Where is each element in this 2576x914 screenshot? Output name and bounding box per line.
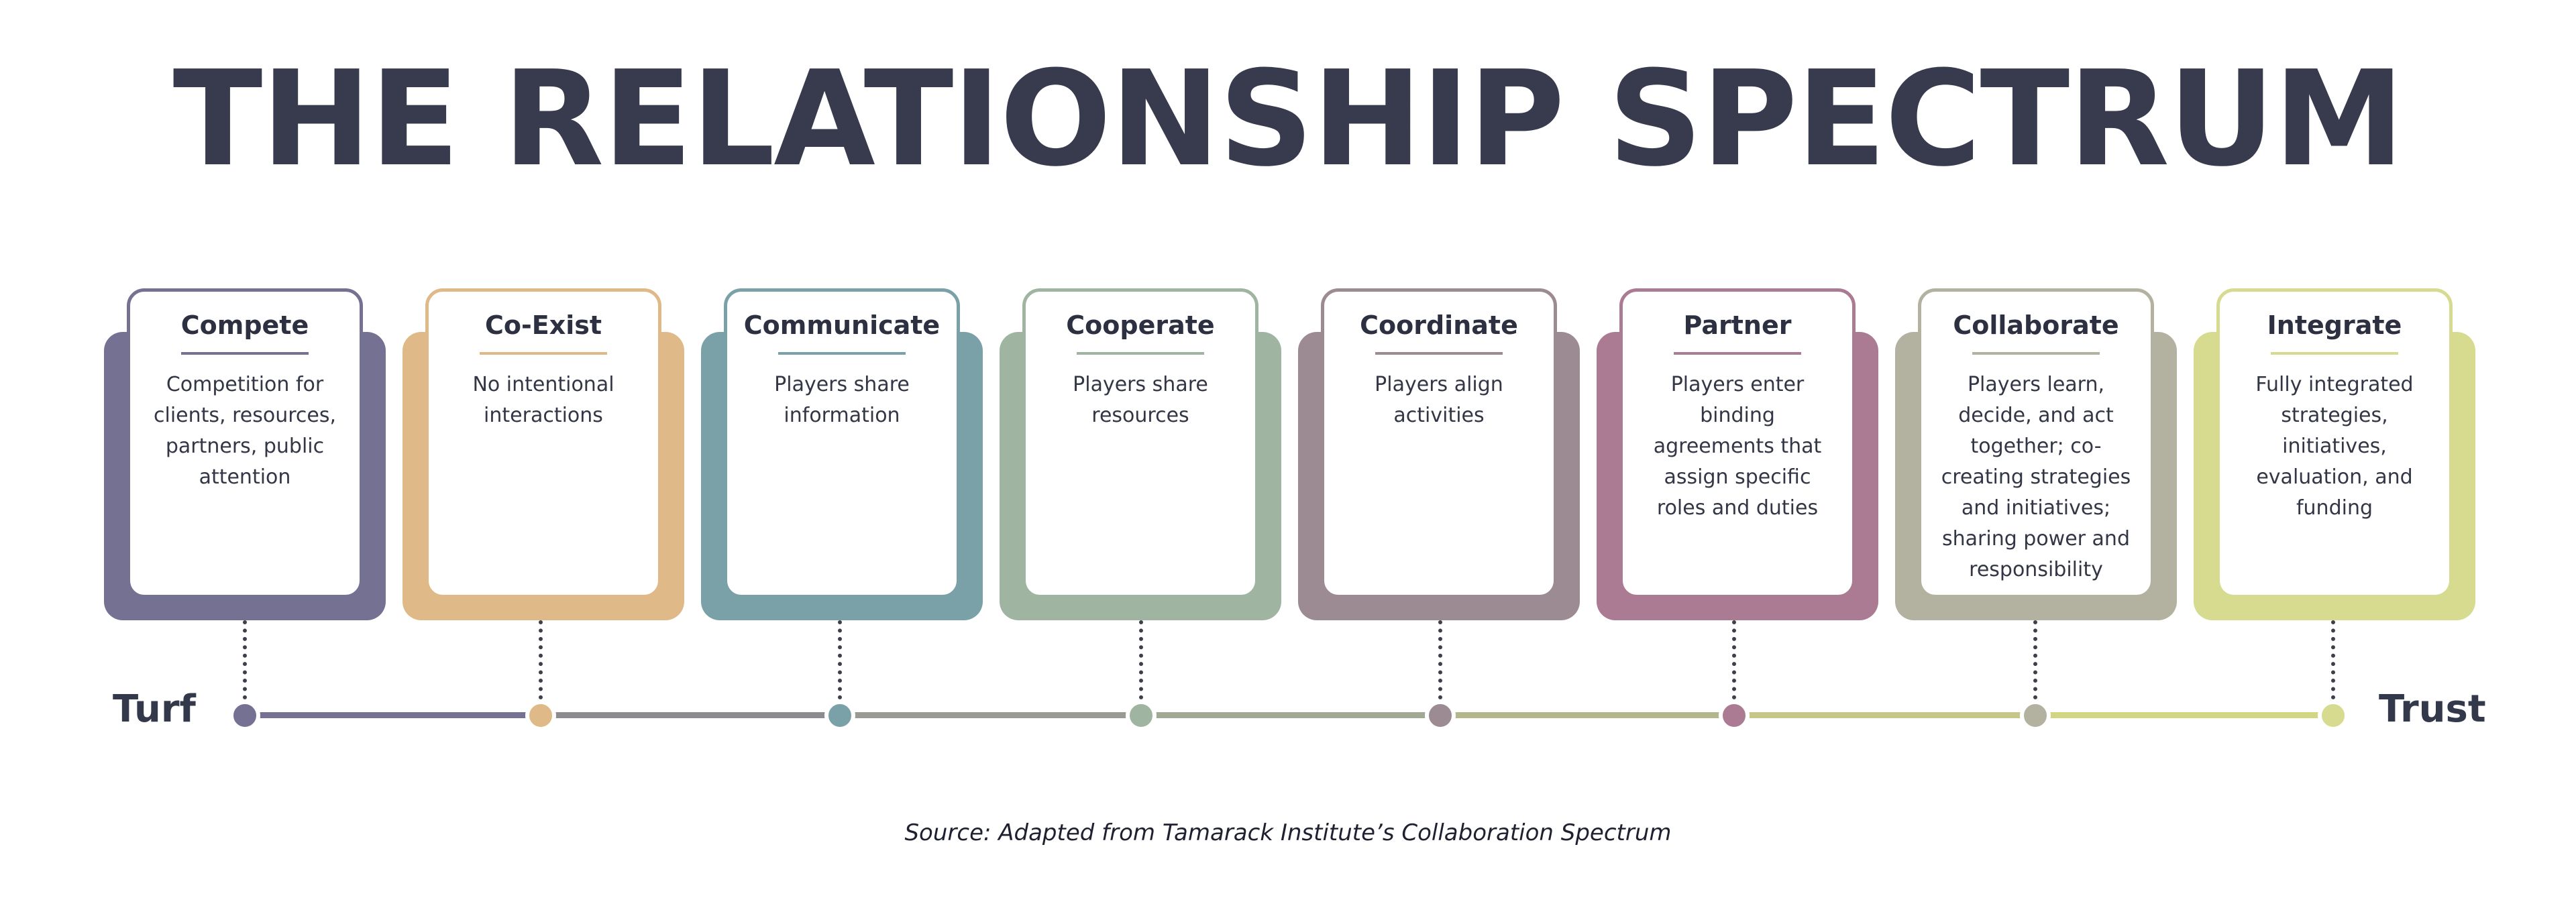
stage-title: Coordinate (1360, 310, 1518, 340)
timeline-dot (525, 700, 556, 731)
stage-connector (838, 620, 842, 699)
timeline-segment (2035, 712, 2333, 718)
title-underline (2271, 351, 2398, 355)
stage-title: Partner (1683, 310, 1792, 340)
stage-description: Players align activities (1375, 372, 1503, 427)
timeline-segment (541, 712, 840, 718)
timeline-dot (229, 700, 260, 731)
stage-description: Players share information (774, 372, 910, 427)
timeline-segment (1141, 712, 1440, 718)
stage-title: Communicate (743, 310, 941, 340)
stage-connector (1438, 620, 1442, 699)
title-underline (1674, 351, 1801, 355)
page-title: THE RELATIONSHIP SPECTRUM (172, 43, 2405, 196)
stage-title: Cooperate (1066, 310, 1215, 340)
stage-connector (1732, 620, 1736, 699)
stage-connector (2331, 620, 2335, 699)
stage-connector (1139, 620, 1143, 699)
timeline-dot (1719, 700, 1750, 731)
timeline-segment (1440, 712, 1734, 718)
title-underline (1077, 351, 1204, 355)
title-underline (181, 351, 309, 355)
stage-connector (2033, 620, 2037, 699)
stage-title: Compete (180, 310, 309, 340)
stage-connector (539, 620, 543, 699)
timeline-segment (840, 712, 1141, 718)
card-panel: Co-Exist No intentional interactions (425, 288, 661, 598)
stage-description: No intentional interactions (472, 372, 614, 427)
title-underline (1375, 351, 1503, 355)
stage-connector (243, 620, 247, 699)
timeline-dot (1425, 700, 1456, 731)
timeline-dot (1126, 700, 1157, 731)
stage-description: Fully integrated strategies, initiatives… (2255, 372, 2414, 520)
stage-title: Collaborate (1953, 310, 2119, 340)
timeline-segment (1734, 712, 2035, 718)
stage-description: Players share resources (1073, 372, 1208, 427)
stage-description: Players learn, decide, and act together;… (1941, 372, 2131, 581)
timeline-segment (245, 712, 541, 718)
title-underline (778, 351, 906, 355)
spectrum-end-label: Trust (2379, 687, 2486, 731)
title-underline (1972, 351, 2100, 355)
stage-description: Players enter binding agreements that as… (1653, 372, 1822, 520)
title-underline (480, 351, 607, 355)
spectrum-start-label: Turf (113, 687, 196, 731)
stage-title: Integrate (2267, 310, 2402, 340)
stage-title: Co-Exist (484, 310, 602, 340)
stage-description: Competition for clients, resources, part… (153, 372, 337, 489)
timeline-dot (824, 700, 855, 731)
source-citation: Source: Adapted from Tamarack Institute’… (904, 819, 1672, 846)
timeline-dot (2318, 700, 2349, 731)
timeline-dot (2020, 700, 2051, 731)
